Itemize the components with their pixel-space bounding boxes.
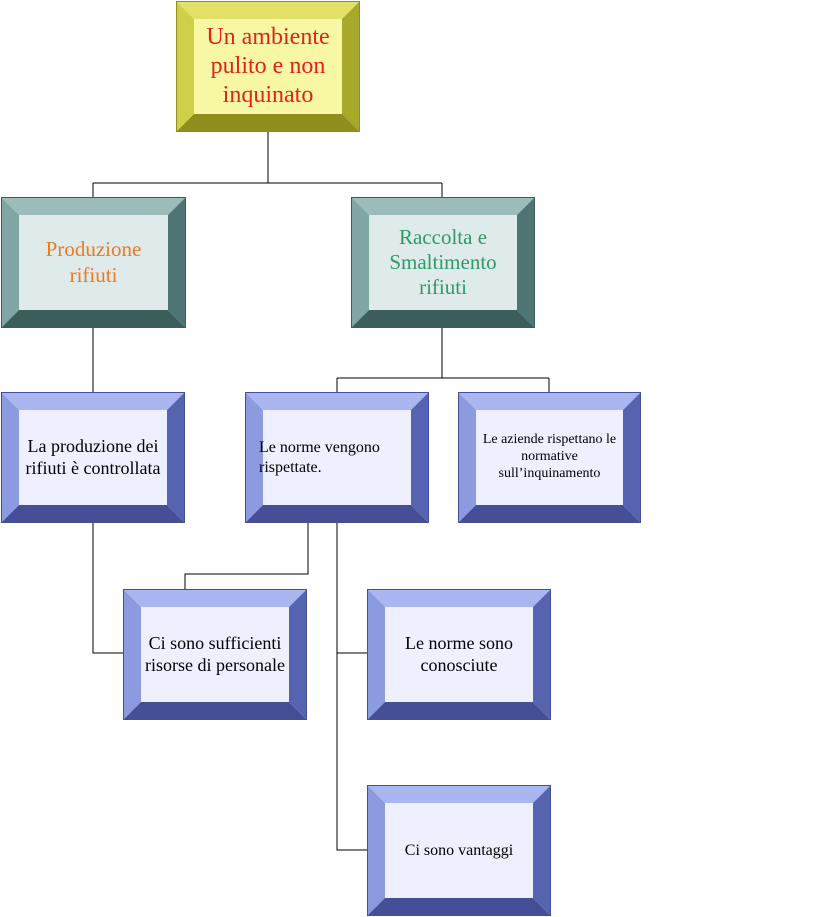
node-risorse-personale: Ci sono sufficienti risorse di personale <box>123 589 307 720</box>
node-produzione-controllata-label: La produzione dei rifiuti è controllata <box>25 435 161 478</box>
bevel-frame <box>1 197 186 328</box>
node-produzione-controllata: La produzione dei rifiuti è controllata <box>1 392 185 523</box>
node-produzione-rifiuti: Produzione rifiuti <box>1 197 186 328</box>
node-root: Un ambiente pulito e non inquinato <box>176 1 360 132</box>
node-raccolta-smaltimento: Raccolta e Smaltimento rifiuti <box>351 197 535 328</box>
node-aziende-normative-label: Le aziende rispettano le normative sull’… <box>482 432 617 481</box>
node-aziende-normative: Le aziende rispettano le normative sull’… <box>458 392 641 523</box>
node-vantaggi: Ci sono vantaggi <box>367 785 551 916</box>
bevel-frame <box>1 392 185 523</box>
bevel-frame <box>367 589 551 720</box>
bevel-frame <box>123 589 307 720</box>
connector-root-children <box>92 131 443 197</box>
node-norme-rispettate: Le norme vengono rispettate. <box>245 392 429 523</box>
bevel-frame <box>367 785 551 916</box>
bevel-frame <box>245 392 429 523</box>
connector-raccolta-children <box>336 327 550 392</box>
connector-controllata-risorse <box>92 523 124 654</box>
node-root-label: Un ambiente pulito e non inquinato <box>206 24 330 108</box>
node-risorse-personale-label: Ci sono sufficienti risorse di personale <box>145 632 285 675</box>
node-raccolta-smaltimento-label: Raccolta e Smaltimento rifiuti <box>389 224 497 300</box>
node-norme-conosciute-label: Le norme sono conosciute <box>405 632 513 675</box>
node-vantaggi-label: Ci sono vantaggi <box>404 841 514 859</box>
connector-norme-conosciute <box>336 523 367 851</box>
bevel-frame <box>351 197 535 328</box>
connector-norme-risorse <box>184 523 309 589</box>
node-norme-conosciute: Le norme sono conosciute <box>367 589 551 720</box>
bevel-frame <box>176 1 360 132</box>
node-norme-rispettate-label: Le norme vengono rispettate. <box>259 439 380 476</box>
node-produzione-rifiuti-label: Produzione rifiuti <box>45 237 142 287</box>
bevel-frame <box>458 392 641 523</box>
